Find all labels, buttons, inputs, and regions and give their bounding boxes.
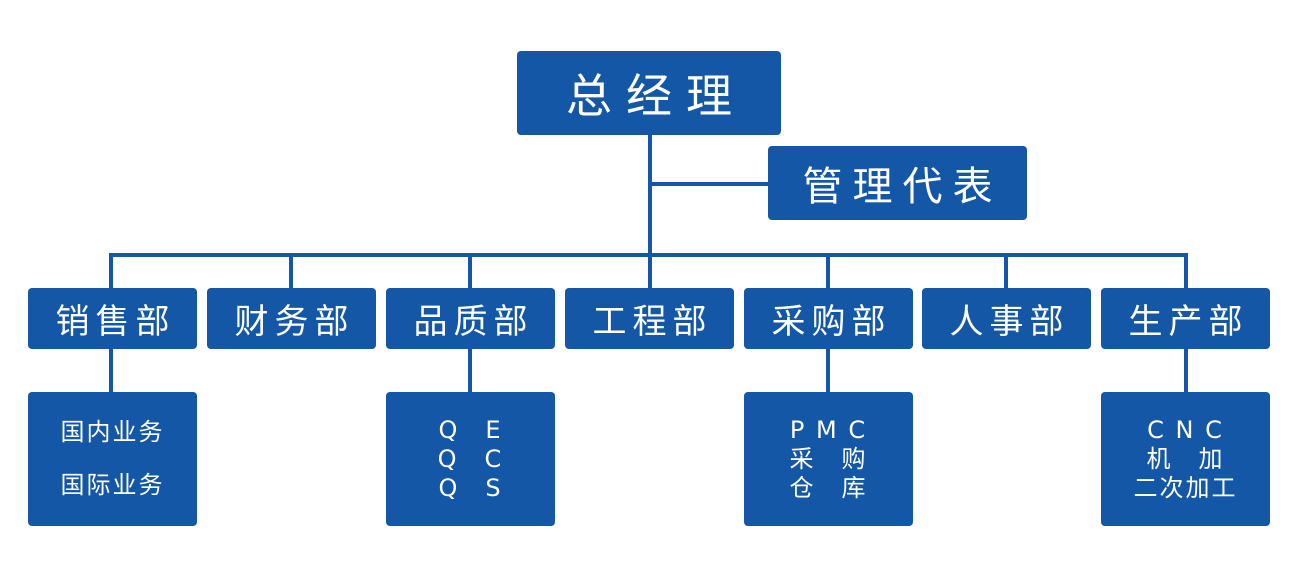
connector-dept-3	[468, 253, 472, 288]
sub-quality-item: Q E	[438, 415, 503, 444]
sub-quality-item: Q C	[437, 444, 504, 473]
connector-ceo-down	[648, 135, 652, 255]
dept-finance: 财务部	[207, 288, 376, 349]
connector-dept-7	[1184, 253, 1188, 288]
sub-quality-box: Q E Q C Q S	[386, 392, 555, 526]
sub-production-item: 机 加	[1146, 444, 1225, 473]
sub-purchasing-box: P M C 采 购 仓 库	[744, 392, 913, 526]
connector-rep	[650, 182, 768, 186]
dept-quality: 品质部	[386, 288, 555, 349]
sub-production-item: C N C	[1147, 415, 1224, 444]
sub-quality-item: Q S	[438, 473, 503, 502]
connector-dept-4	[648, 253, 652, 288]
ceo-box: 总经理	[517, 51, 781, 135]
dept-production: 生产部	[1101, 288, 1270, 349]
dept-hr: 人事部	[922, 288, 1091, 349]
connector-dept-5	[826, 253, 830, 288]
sub-production-item: 二次加工	[1133, 473, 1238, 502]
sub-purchasing-item: P M C	[789, 415, 868, 444]
sub-purchasing-item: 采 购	[789, 444, 868, 473]
dept-sales: 销售部	[28, 288, 197, 349]
connector-sub-production	[1184, 349, 1188, 392]
dept-engineering: 工程部	[565, 288, 734, 349]
sub-sales-item: 国内业务	[60, 418, 165, 446]
connector-dept-6	[1004, 253, 1008, 288]
connector-dept-2	[289, 253, 293, 288]
connector-sub-quality	[468, 349, 472, 392]
sub-production-box: C N C 机 加 二次加工	[1101, 392, 1270, 526]
sub-sales-box: 国内业务 国际业务	[28, 392, 197, 526]
connector-sub-purchasing	[826, 349, 830, 392]
management-rep-box: 管理代表	[768, 146, 1027, 220]
sub-purchasing-item: 仓 库	[789, 473, 868, 502]
dept-purchasing: 采购部	[744, 288, 913, 349]
connector-dept-1	[109, 253, 113, 288]
sub-sales-item: 国际业务	[60, 471, 165, 499]
connector-sub-sales	[109, 349, 113, 392]
